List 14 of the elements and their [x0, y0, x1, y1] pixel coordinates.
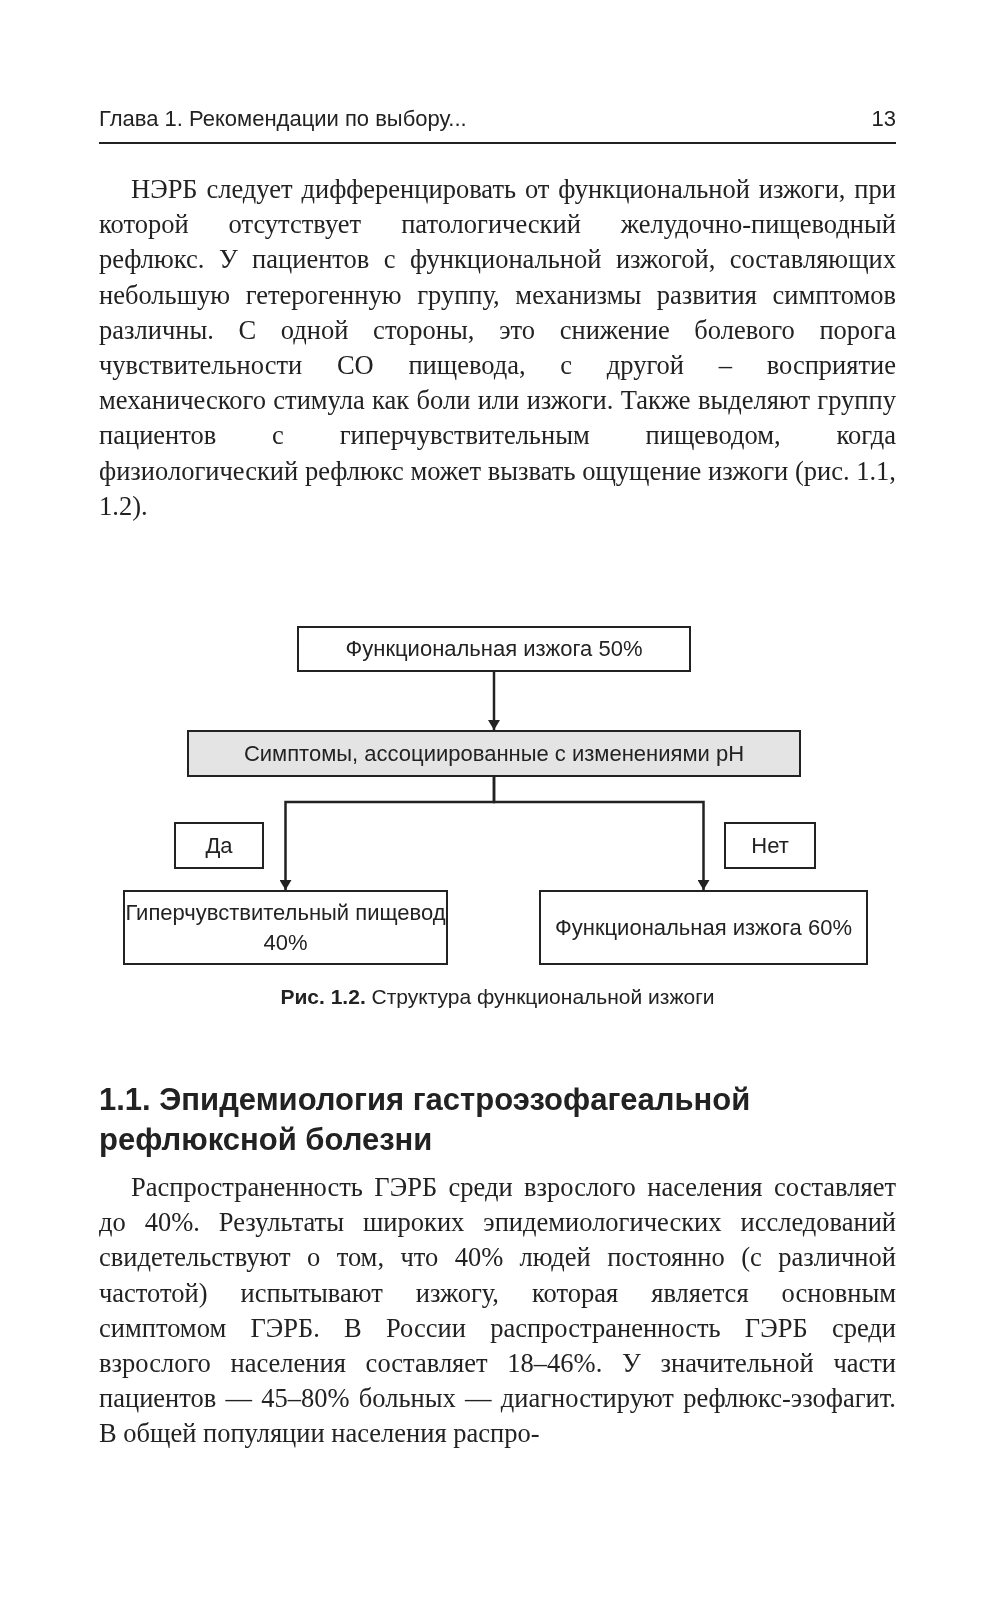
flowchart-box: Функциональная изжога 60% — [539, 890, 868, 965]
page-header: Глава 1. Рекомендации по выбору... — [99, 106, 467, 132]
section-heading: 1.1. Эпидемиология гастроэзофагеальной рефлюксной болезни — [99, 1081, 752, 1159]
flowchart-box: Функциональная изжога 50% — [297, 626, 691, 672]
flowchart-box: Гиперчувствительный пищевод 40% — [123, 890, 448, 965]
figure-caption: Рис. 1.2. Структура функциональной изжоги — [279, 985, 716, 1009]
branch-label-box: Нет — [724, 822, 816, 869]
body-paragraph: НЭРБ следует дифференцировать от функциональной изжоги, при которой отсутствует патологический желудочно-пищеводный рефлюкс. У пациентов с функциональной изжогой, составляющих небольшую гетерогенную группу, механизмы развития симптомов различны. С одной стороны, это снижение болевого порога чувствительности СО пищевода, с другой – восприятие механического стимула как боли или изжоги. Также выделяют группу пациентов с гиперчувствительным пищеводом, когда физиологический рефлюкс может вызвать ощущение изжоги (рис. 1.1, 1.2). — [99, 173, 896, 523]
arrow — [488, 672, 500, 730]
page-number: 13 — [870, 106, 896, 132]
body-paragraph: Распространенность ГЭРБ среди взрослого населения составляет до 40%. Результаты широких эпидемиологических исследований свидетельствуют о том, что 40% людей постоянно (с различной частотой) испытывают изжогу, которая является основным симптомом ГЭРБ. В России распространенность ГЭРБ среди взрослого населения составляет 18–46%. У значительной части пациентов — 45–80% больных — диагностируют рефлюкс-эзофагит. В общей популяции населения распро- — [99, 1171, 896, 1451]
flowchart-box: Симптомы, ассоциированные с изменениями pH — [187, 730, 801, 777]
branch-label-box: Да — [174, 822, 264, 869]
arrow — [492, 777, 710, 890]
